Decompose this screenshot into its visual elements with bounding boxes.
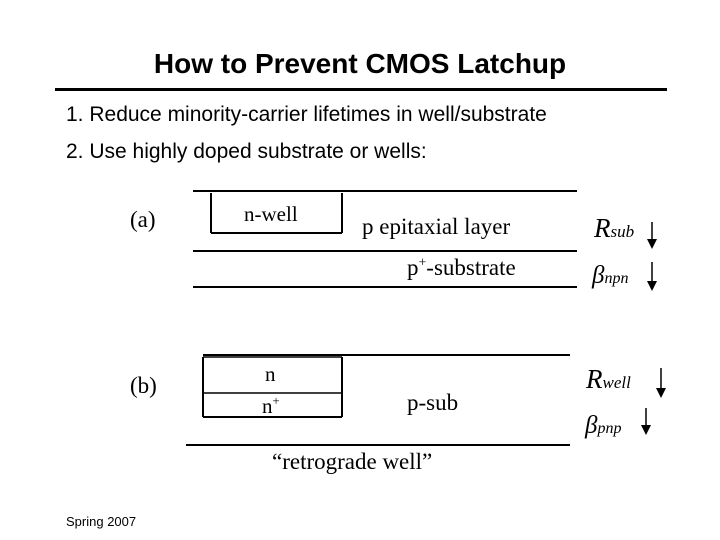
b-well-lower-sup: + — [272, 394, 280, 408]
b-rwell-arrow — [656, 368, 666, 398]
a-substrate-base: p — [407, 255, 419, 280]
b-well-lower-label: n+ — [262, 394, 280, 419]
diagram-b-label: (b) — [130, 373, 157, 398]
b-beta-arrow — [641, 408, 651, 435]
point-1: 1. Reduce minority-carrier lifetimes in … — [66, 103, 547, 126]
a-rsub-arrow — [647, 222, 657, 249]
footer-date: Spring 2007 — [66, 514, 137, 529]
a-substrate-label: p+-substrate — [407, 255, 516, 281]
b-beta-subscript: pnp — [597, 420, 622, 437]
a-epi-label: p epitaxial layer — [362, 214, 511, 239]
a-beta-label: βnpn — [592, 262, 628, 290]
a-beta-symbol: β — [592, 262, 605, 289]
title-underline — [55, 88, 667, 91]
b-beta-label: βpnp — [585, 412, 621, 440]
a-r-symbol: R — [594, 213, 611, 243]
point-2: 2. Use highly doped substrate or wells: — [66, 140, 427, 163]
a-beta-arrow — [647, 262, 657, 291]
slide-title: How to Prevent CMOS Latchup — [153, 48, 567, 79]
diagram-a-label: (a) — [130, 207, 156, 232]
b-well-upper-label: n — [265, 362, 276, 386]
b-rwell-label: Rwell — [586, 364, 631, 395]
b-r-symbol: R — [586, 364, 603, 394]
a-beta-subscript: npn — [604, 270, 629, 287]
a-rsub-label: Rsub — [594, 213, 634, 244]
b-sub-label: p-sub — [407, 390, 459, 415]
a-nwell-label: n-well — [244, 202, 298, 226]
b-caption: “retrograde well” — [272, 449, 433, 474]
b-well-lower-base: n — [262, 394, 273, 418]
a-substrate-sup: + — [418, 254, 427, 270]
a-substrate-rest: -substrate — [426, 255, 516, 280]
b-r-subscript: well — [602, 373, 631, 392]
b-beta-symbol: β — [585, 412, 598, 439]
a-r-subscript: sub — [610, 222, 635, 241]
